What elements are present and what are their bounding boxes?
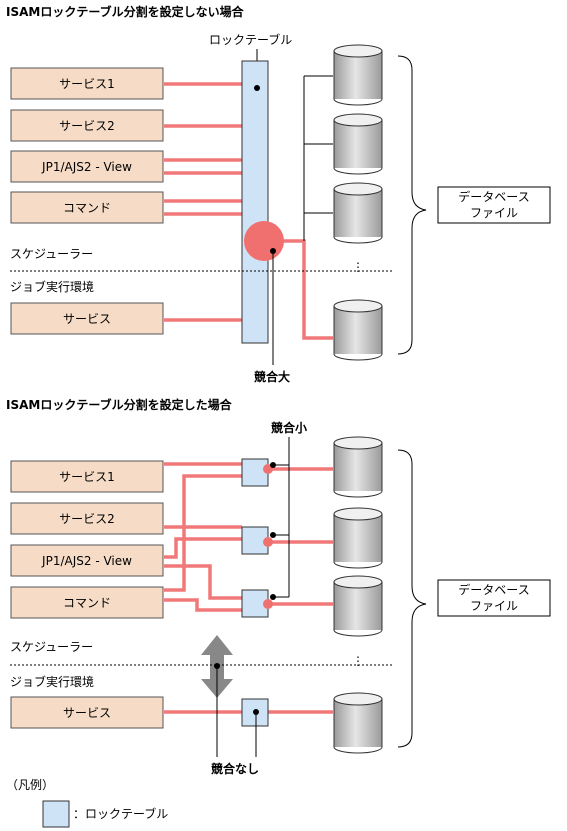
bottom-source-command: コマンド (10, 586, 164, 619)
bottom-lock-table-4 (241, 698, 269, 727)
contention-small-leader (273, 437, 290, 598)
top-source-service: サービス (10, 302, 164, 335)
db-label-line2: ファイル (470, 206, 518, 220)
contention-large-marker (244, 221, 284, 261)
bottom-lock-table-2 (241, 526, 276, 555)
top-source-command: コマンド (10, 191, 164, 224)
top-db-brace (397, 55, 427, 355)
top-lock-table (241, 60, 269, 344)
box-label: JP1/AJS2 - View (41, 160, 132, 174)
legend-title: （凡例） (6, 778, 54, 792)
bottom-source-service1: サービス1 (10, 460, 164, 493)
top-title: ISAMロックテーブル分割を設定しない場合 (6, 4, 245, 19)
top-source-jp1view: JP1/AJS2 - View (10, 150, 164, 183)
bottom-database-2 (333, 507, 383, 569)
db-label-line1: データベース (458, 582, 529, 597)
top-database-1 (333, 44, 383, 106)
box-label: サービス1 (59, 77, 115, 91)
bottom-source-service2: サービス2 (10, 502, 164, 535)
bottom-connections (164, 462, 333, 714)
contention-small-label: 競合小 (271, 420, 307, 435)
bottom-title: ISAMロックテーブル分割を設定した場合 (6, 397, 233, 412)
bottom-source-service: サービス (10, 696, 164, 729)
bottom-db-label-box (437, 579, 551, 617)
box-label: サービス1 (59, 470, 115, 484)
top-database-4 (333, 299, 383, 361)
top-database-3 (333, 182, 383, 244)
top-scheduler-label: スケジューラー (10, 247, 93, 261)
top-connections (164, 82, 333, 340)
bottom-lock-table-3 (241, 589, 276, 618)
top-source-service1: サービス1 (10, 67, 164, 100)
top-db-tree (303, 75, 333, 241)
db-label-line2: ファイル (470, 599, 518, 613)
box-label: JP1/AJS2 - View (41, 554, 132, 568)
bottom-db-brace (397, 449, 427, 748)
top-database-2 (333, 113, 383, 175)
db-label-line1: データベース (458, 189, 529, 204)
bottom-source-jp1view: JP1/AJS2 - View (10, 544, 164, 577)
contention-none-label: 競合なし (211, 761, 259, 776)
bottom-database-4 (333, 692, 383, 754)
lock-table-label: ロックテーブル (209, 32, 292, 47)
bottom-database-3 (333, 575, 383, 637)
box-label: サービス2 (59, 512, 115, 526)
box-label: サービス (63, 312, 111, 326)
box-label: サービス2 (59, 119, 115, 133)
top-job-env-label: ジョブ実行環境 (10, 279, 94, 294)
box-label: コマンド (63, 596, 111, 610)
bottom-lock-table-1 (241, 458, 276, 487)
contention-large-label: 競合大 (254, 369, 290, 384)
legend-lock-label: ：ロックテーブル (73, 806, 168, 821)
bottom-scheduler-label: スケジューラー (10, 640, 93, 654)
top-db-ellipsis: ⋮ (352, 260, 364, 274)
box-label: コマンド (63, 201, 111, 215)
lock-table-dot (254, 85, 260, 91)
bottom-job-env-label: ジョブ実行環境 (10, 674, 94, 689)
bottom-database-1 (333, 436, 383, 498)
box-label: サービス (63, 706, 111, 720)
top-db-label-box (437, 186, 551, 224)
legend-lock-swatch (42, 800, 70, 828)
bottom-db-ellipsis: ⋮ (352, 654, 364, 668)
top-source-service2: サービス2 (10, 109, 164, 142)
